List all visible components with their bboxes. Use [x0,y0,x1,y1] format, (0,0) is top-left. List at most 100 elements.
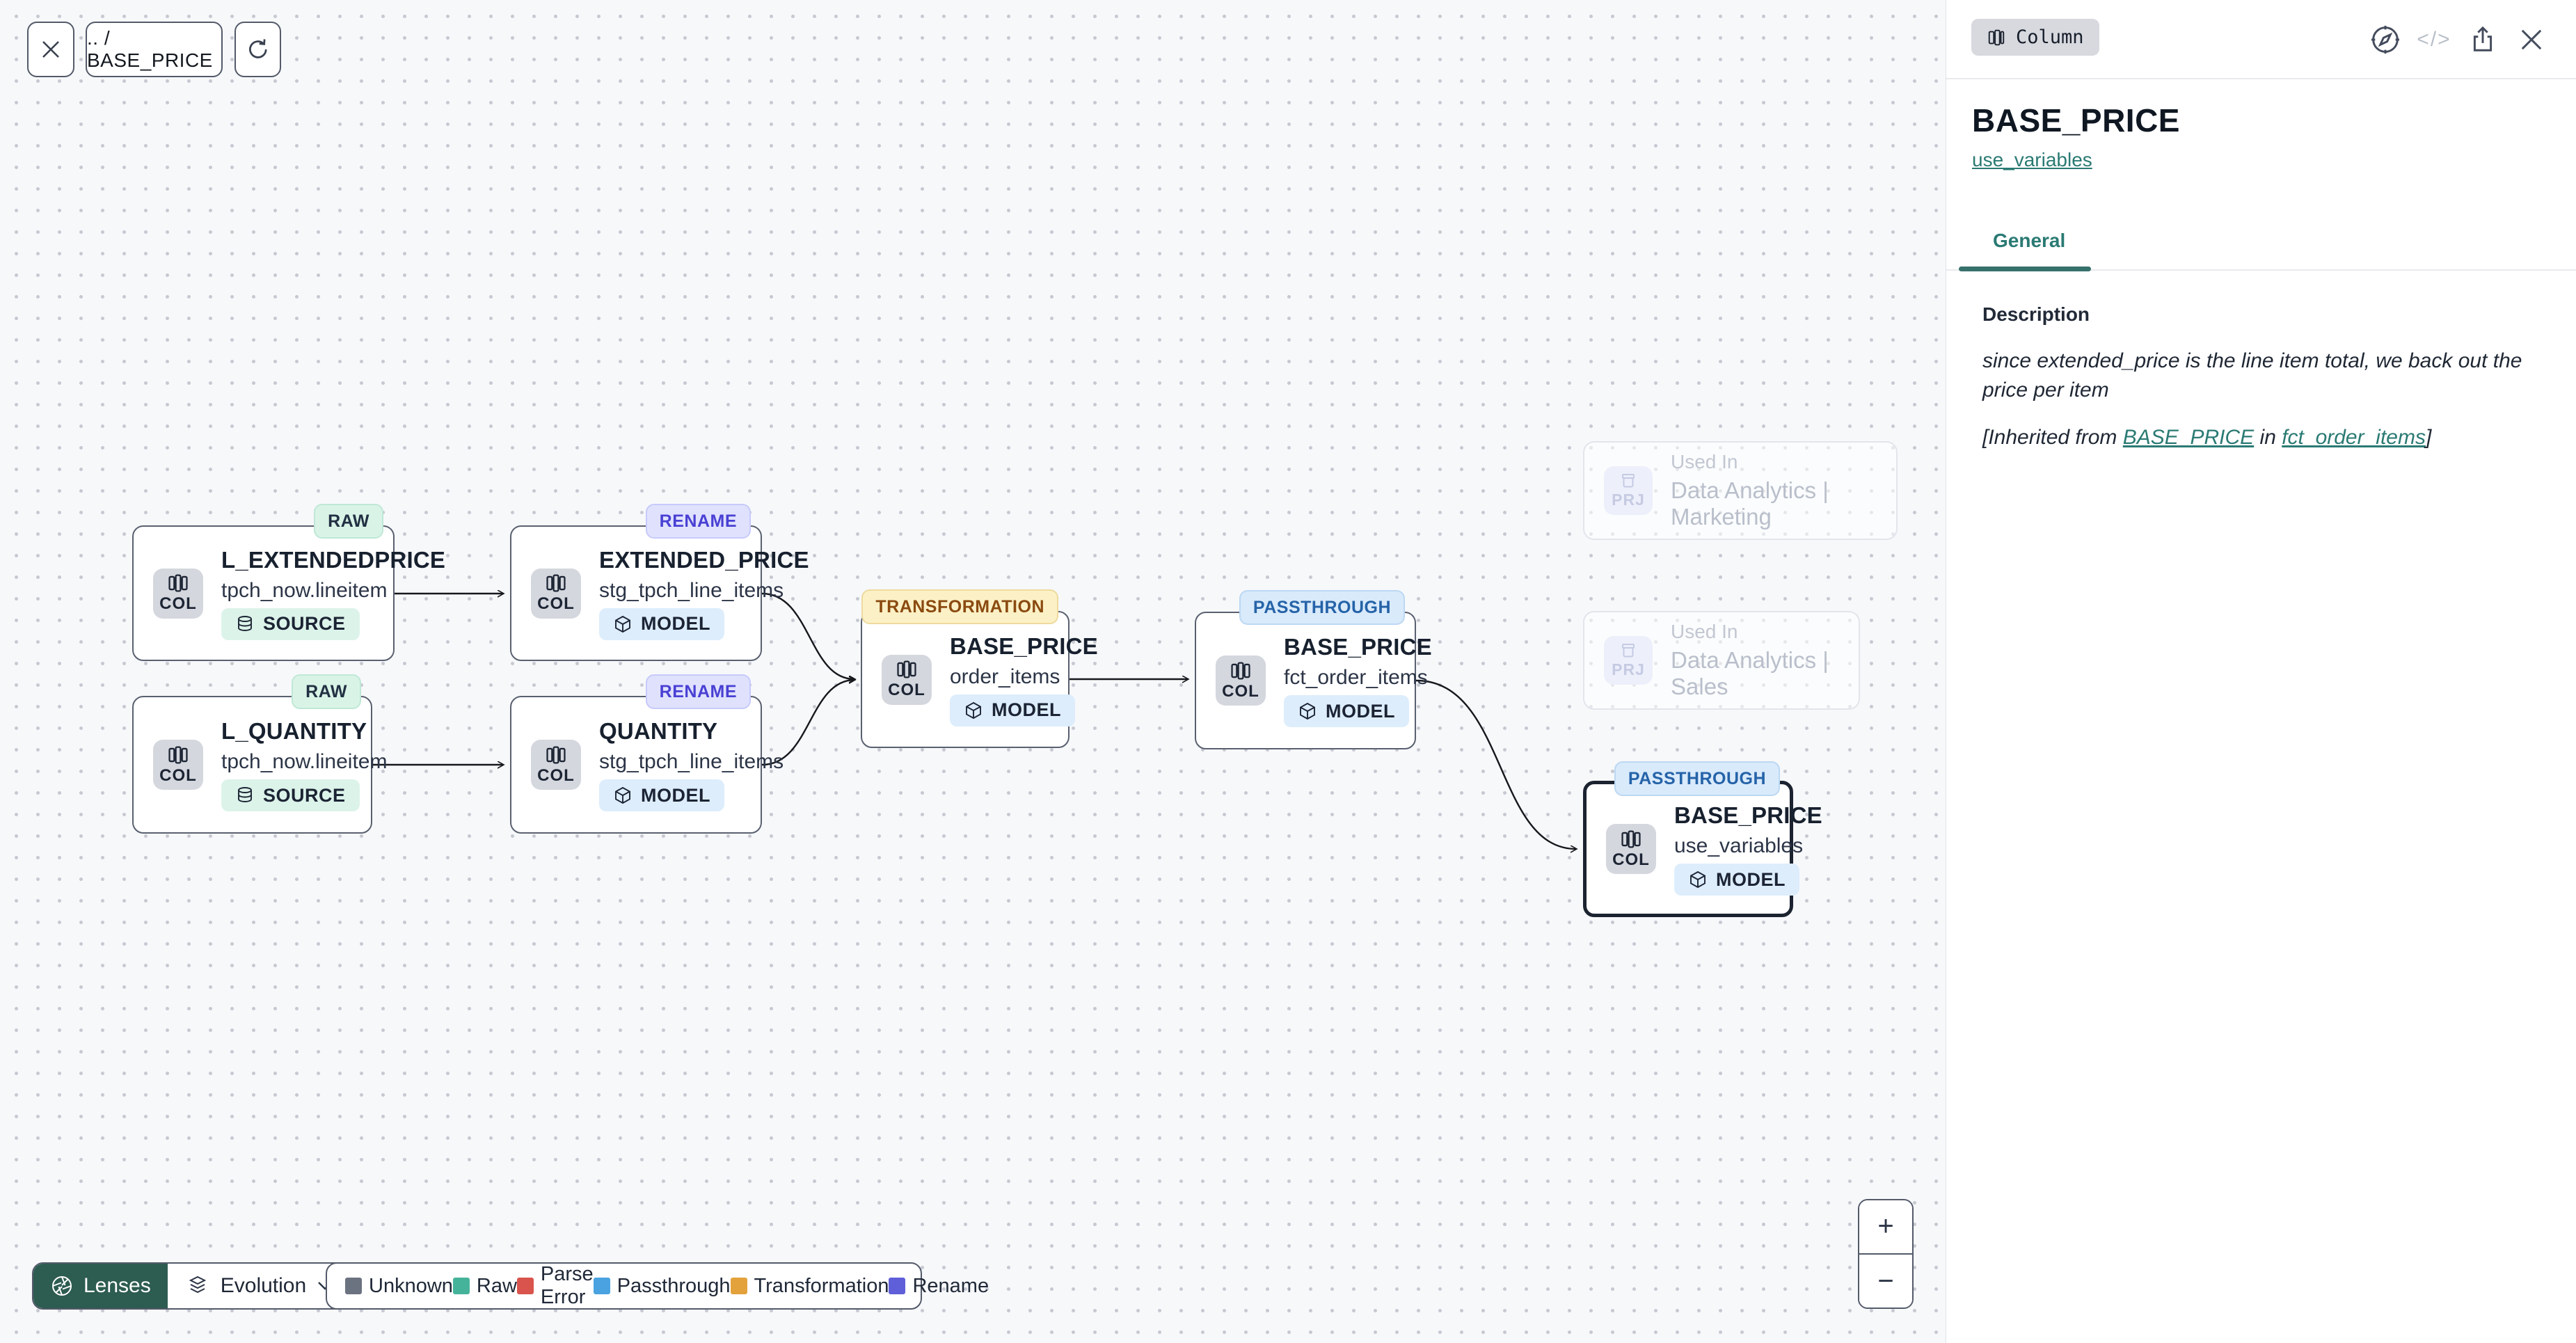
badge-rename: RENAME [645,674,751,709]
model-link[interactable]: use_variables [1972,149,2092,170]
used-in-project: Data Analytics | Sales [1671,647,1829,699]
node-base-price-use-variables-selected[interactable]: PASSTHROUGH COL BASE_PRICE use_variables… [1583,761,1822,917]
active-tab-indicator [1959,267,2091,271]
badge-transformation: TRANSFORMATION [861,589,1058,624]
node-title: BASE_PRICE [1284,634,1432,660]
code-icon: </> [2417,28,2451,51]
node-used-in-sales[interactable]: PRJ Used In Data Analytics | Sales [1583,611,1860,710]
legend-item-passthrough: Passthrough [593,1275,731,1298]
node-subtitle: fct_order_items [1284,666,1428,689]
zoom-divider [1859,1253,1912,1255]
legend-swatch [593,1278,610,1294]
description-text: since extended_price is the line item to… [1982,349,2522,402]
breadcrumb[interactable]: .. / BASE_PRICE [86,22,223,77]
node-subtitle: tpch_now.lineitem [221,750,388,773]
refresh-button[interactable] [234,22,281,77]
lenses-button[interactable]: Lenses [33,1264,168,1308]
layers-icon [189,1276,206,1294]
columns-icon [546,746,566,763]
node-base-price-fct-order-items[interactable]: PASSTHROUGH COL BASE_PRICE fct_order_ite… [1195,590,1432,749]
columns-icon [546,574,566,592]
inherited-model-link[interactable]: fct_order_items [2282,426,2426,449]
badge-passthrough: PASSTHROUGH [1614,761,1780,796]
inherited-column-link[interactable]: BASE_PRICE [2122,426,2255,449]
description-label: Description [1982,303,2090,325]
archive-icon [1622,473,1635,487]
column-type-chip: COL [531,740,581,790]
legend-swatch [730,1278,747,1294]
node-l-quantity[interactable]: RAW COL L_QUANTITY tpch_now.lineitem SOU… [132,674,387,834]
archive-icon [1622,643,1635,657]
close-icon [2521,29,2542,50]
column-type-chip: COL [531,568,581,619]
columns-icon [1988,29,2005,45]
description-body: since extended_price is the line item to… [1982,347,2532,452]
model-chip: MODEL [950,694,1075,726]
node-base-price-order-items[interactable]: TRANSFORMATION COL BASE_PRICE order_item… [861,589,1098,748]
explore-button[interactable] [2369,23,2402,56]
model-chip: MODEL [1284,695,1409,727]
columns-icon [1621,830,1641,848]
lenses-control: Lenses Evolution [32,1262,353,1310]
share-button[interactable] [2466,23,2499,56]
evolution-dropdown[interactable]: Evolution [167,1264,351,1308]
details-panel: Column </> BASE_PRICE use_variables Gene… [1946,0,2576,1343]
tab-general[interactable]: General [1993,230,2066,251]
evolution-label: Evolution [220,1274,307,1297]
badge-raw: RAW [314,504,383,539]
badge-raw: RAW [292,674,361,709]
share-icon [2473,26,2492,51]
legend-swatch [452,1278,470,1294]
node-title: L_QUANTITY [221,718,367,744]
close-lineage-button[interactable] [27,22,74,77]
used-in-project: Data Analytics | Marketing [1671,477,1829,530]
aperture-icon [52,1276,72,1296]
node-quantity[interactable]: RENAME COL QUANTITY stg_tpch_line_items … [510,674,784,834]
database-icon [238,787,252,802]
cube-icon [615,786,630,804]
node-l-extendedprice[interactable]: RAW COL L_EXTENDEDPRICE tpch_now.lineite… [132,504,445,661]
column-type-chip: COL [153,740,203,790]
node-title: BASE_PRICE [1674,802,1822,828]
compass-icon [2371,26,2399,54]
legend-item-rename: Rename [889,1275,989,1298]
close-panel-button[interactable] [2515,23,2548,56]
legend-swatch [889,1278,906,1294]
columns-icon [1231,662,1250,679]
cube-icon [1690,871,1706,889]
zoom-in-button[interactable]: + [1859,1200,1912,1253]
breadcrumb-label: .. / BASE_PRICE [87,27,213,71]
legend-item-raw: Raw [452,1275,517,1298]
column-type-chip: COL [1606,824,1656,874]
used-in-label: Used In [1671,451,1738,472]
node-extended-price[interactable]: RENAME COL EXTENDED_PRICE stg_tpch_line_… [510,504,809,661]
project-type-chip: PRJ [1604,636,1653,685]
tab-divider [1946,269,2576,271]
inherited-note: [Inherited from BASE_PRICE in fct_order_… [1982,426,2432,449]
node-subtitle: order_items [950,665,1060,688]
node-title: EXTENDED_PRICE [599,546,809,573]
panel-header: Column </> [1946,0,2576,79]
close-icon [42,41,59,58]
legend-item-unknown: Unknown [345,1275,453,1298]
node-subtitle: tpch_now.lineitem [221,578,388,602]
legend-swatch [345,1278,362,1294]
used-in-label: Used In [1671,621,1738,642]
code-button[interactable]: </> [2417,23,2451,56]
cube-icon [1300,702,1315,720]
zoom-out-button[interactable]: − [1859,1255,1912,1308]
refresh-icon [248,39,267,58]
column-type-chip: COL [882,654,932,705]
project-type-chip: PRJ [1604,466,1653,515]
source-chip: SOURCE [221,607,360,640]
model-chip: MODEL [1674,864,1799,896]
cube-icon [615,615,630,633]
lineage-canvas[interactable]: .. / BASE_PRICE RAW COL L_EXTENDEDPRICE … [0,0,1946,1343]
node-used-in-marketing[interactable]: PRJ Used In Data Analytics | Marketing [1583,441,1898,540]
node-subtitle: stg_tpch_line_items [599,750,784,773]
node-subtitle: stg_tpch_line_items [599,578,784,602]
columns-icon [897,660,916,678]
source-chip: SOURCE [221,779,360,811]
column-type-chip: COL [153,568,203,619]
column-type-badge: Column [1971,19,2099,56]
